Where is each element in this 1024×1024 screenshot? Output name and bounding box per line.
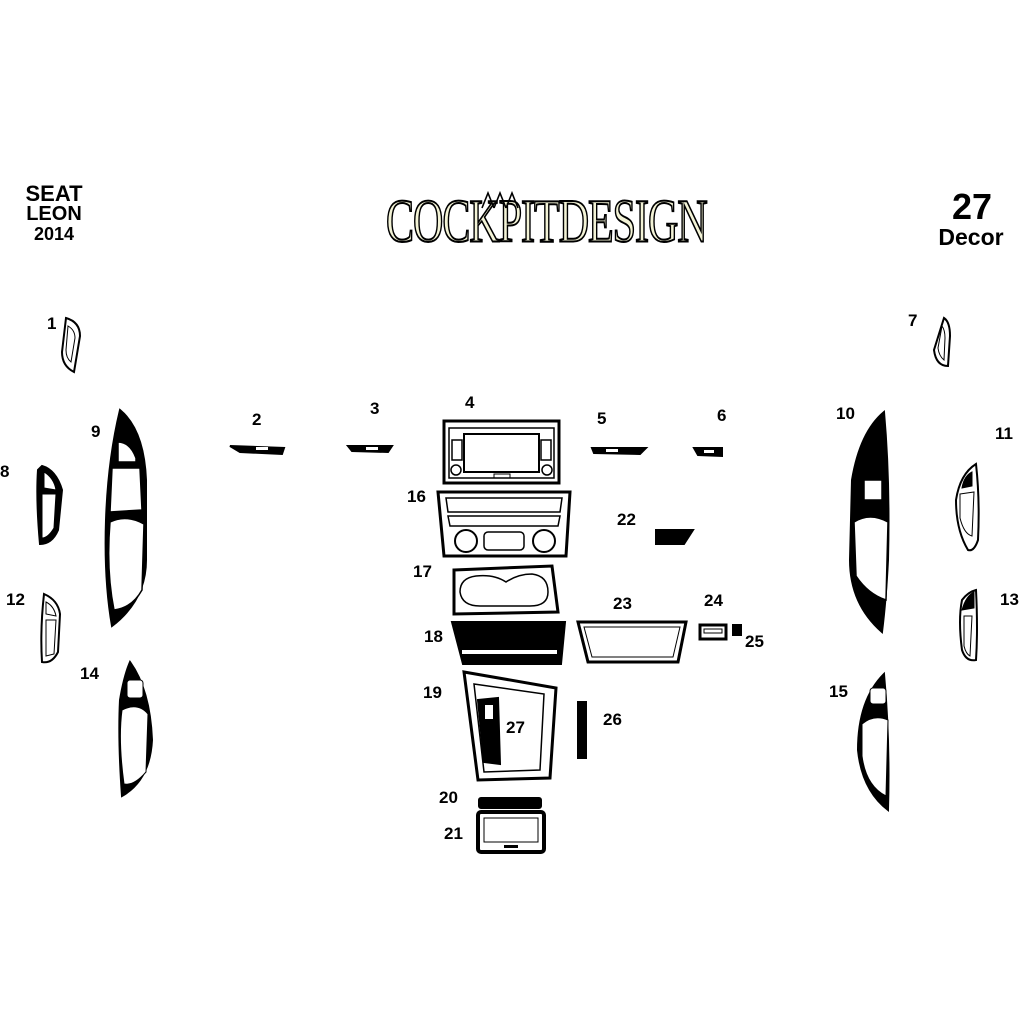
part-label-2: 2 <box>252 410 262 429</box>
part-label-12: 12 <box>6 590 25 609</box>
part-label-22: 22 <box>617 510 636 529</box>
part-17-shape <box>452 564 560 616</box>
part-label-13: 13 <box>1000 590 1019 609</box>
part-label-21: 21 <box>444 824 463 843</box>
part-13-shape <box>959 588 978 662</box>
vehicle-year: 2014 <box>33 224 75 244</box>
part-2-shape <box>229 445 286 456</box>
decor-count: 27 <box>951 186 993 227</box>
part-label-27: 27 <box>506 718 525 737</box>
part-label-15: 15 <box>829 682 848 701</box>
part-5-shape <box>590 447 649 456</box>
part-15-shape <box>856 671 890 812</box>
part-label-4: 4 <box>465 393 475 412</box>
decor-count-label: Decor <box>938 224 1004 250</box>
part-label-5: 5 <box>597 409 607 428</box>
part-label-8: 8 <box>0 462 10 481</box>
part-19-shape <box>462 670 558 782</box>
logo-mark-icon <box>481 190 519 209</box>
part-3-shape <box>345 445 394 454</box>
part-26-shape <box>577 701 587 759</box>
part-label-6: 6 <box>717 406 727 425</box>
part-label-20: 20 <box>439 788 458 807</box>
part-label-26: 26 <box>603 710 622 729</box>
part-label-18: 18 <box>424 627 443 646</box>
part-20-shape <box>478 797 542 809</box>
part-21-shape <box>476 810 546 854</box>
part-11-shape <box>954 462 980 552</box>
vehicle-model: LEON <box>26 203 82 225</box>
part-label-10: 10 <box>836 404 855 423</box>
part-27-shape <box>476 696 502 766</box>
part-6-shape <box>692 447 723 458</box>
part-12-shape <box>40 592 62 664</box>
part-label-3: 3 <box>370 399 380 418</box>
part-9-shape <box>104 408 147 628</box>
part-label-25: 25 <box>745 632 764 651</box>
vehicle-make: SEAT <box>25 181 83 206</box>
part-8-shape <box>36 464 64 546</box>
part-label-23: 23 <box>613 594 632 613</box>
part-label-1: 1 <box>47 314 57 333</box>
part-22-shape <box>655 529 695 545</box>
part-16-shape <box>436 490 572 558</box>
part-24-shape <box>698 623 728 641</box>
part-23-shape <box>576 620 688 664</box>
part-1-shape <box>60 316 82 374</box>
part-4-shape <box>442 419 561 485</box>
part-label-7: 7 <box>908 311 918 330</box>
part-label-11: 11 <box>995 424 1013 443</box>
part-label-19: 19 <box>423 683 442 702</box>
part-label-14: 14 <box>80 664 99 683</box>
part-7-shape <box>932 316 952 368</box>
part-25-shape <box>732 624 742 636</box>
part-label-9: 9 <box>91 422 101 441</box>
part-label-17: 17 <box>413 562 432 581</box>
part-18-shape <box>450 621 567 665</box>
part-14-shape <box>118 659 154 798</box>
part-label-16: 16 <box>407 487 426 506</box>
part-10-shape <box>848 410 890 634</box>
part-label-24: 24 <box>704 591 723 610</box>
